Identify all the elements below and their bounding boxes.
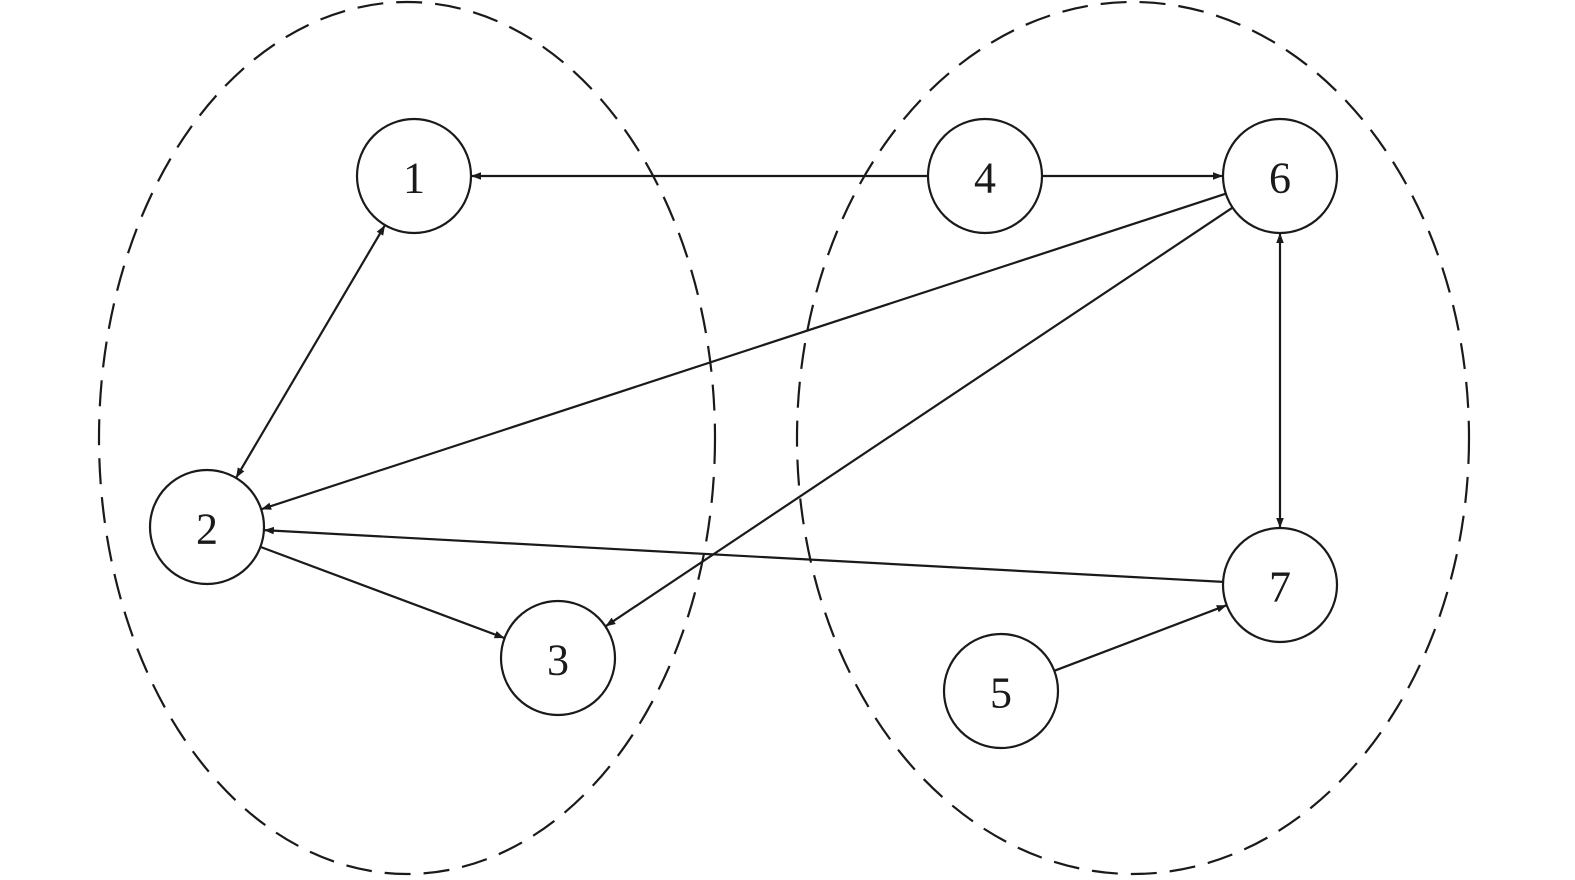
node-6-circle (1221, 117, 1339, 235)
node-3: 3 (499, 599, 617, 717)
edge-1-2 (235, 224, 386, 479)
node-1-circle (355, 117, 473, 235)
edge-7-2 (263, 526, 1224, 583)
node-2-circle (148, 468, 266, 586)
node-5: 5 (942, 632, 1060, 750)
node-7-circle (1221, 526, 1339, 644)
edges-layer (235, 172, 1284, 672)
node-1: 1 (355, 117, 473, 235)
nodes-layer: 1 2 3 4 5 6 7 (148, 117, 1339, 750)
node-5-label: 5 (990, 669, 1012, 718)
node-2-label: 2 (196, 505, 218, 554)
edge-6-3 (604, 206, 1234, 628)
node-7-label: 7 (1269, 563, 1291, 612)
edge-6-2 (260, 192, 1227, 511)
group-ellipse-right (795, 0, 1471, 876)
node-6-label: 6 (1269, 154, 1291, 203)
edge-2-3 (260, 545, 505, 640)
node-3-circle (499, 599, 617, 717)
node-6: 6 (1221, 117, 1339, 235)
group-ellipse-left (97, 0, 717, 876)
node-5-circle (942, 632, 1060, 750)
node-7: 7 (1221, 526, 1339, 644)
node-2: 2 (148, 468, 266, 586)
node-4-label: 4 (974, 154, 996, 203)
node-4: 4 (926, 117, 1044, 235)
node-1-label: 1 (403, 154, 425, 203)
node-3-label: 3 (547, 636, 569, 685)
edge-5-7 (1053, 604, 1228, 672)
node-4-circle (926, 117, 1044, 235)
